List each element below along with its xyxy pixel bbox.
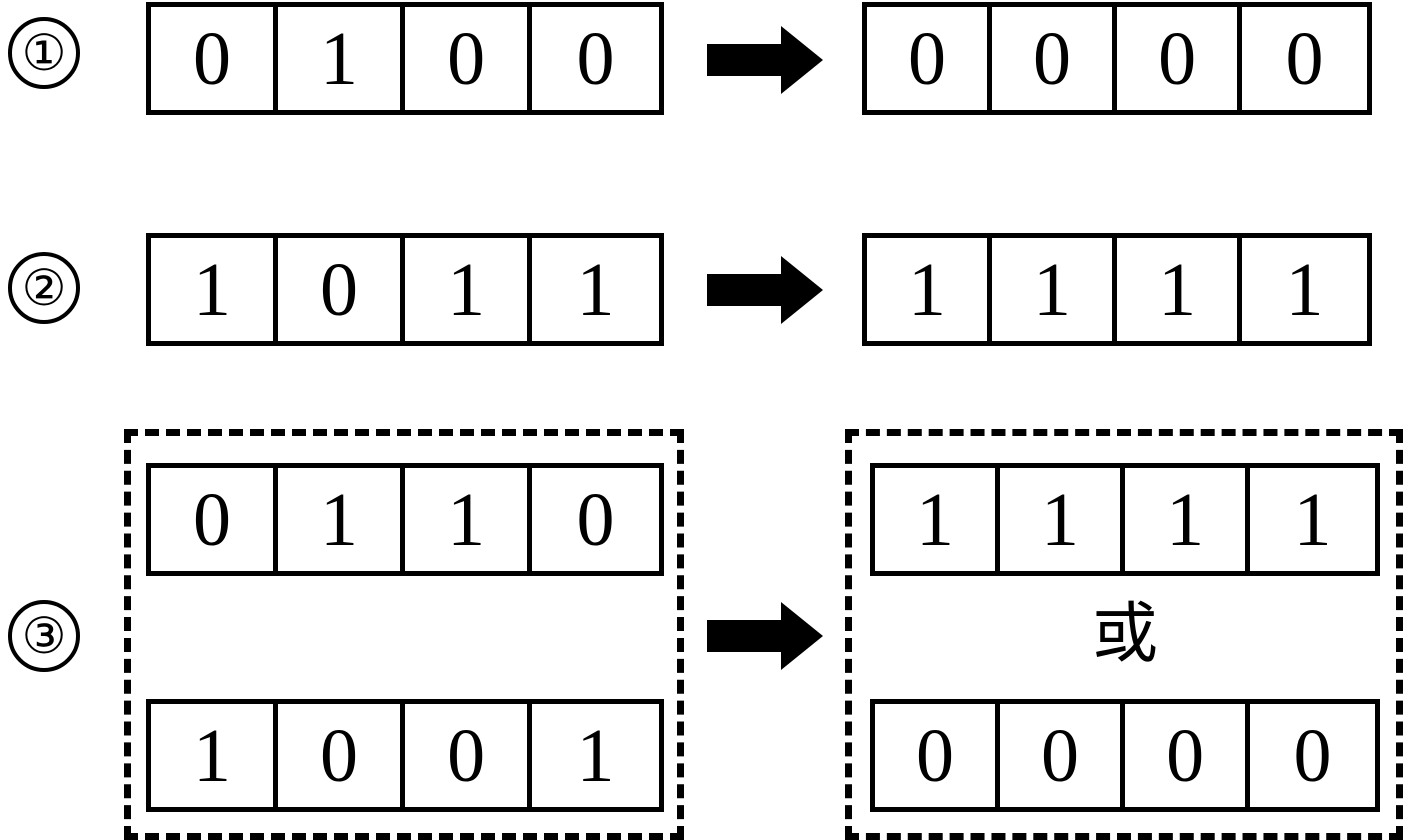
bit-cell: 0 <box>1242 7 1368 110</box>
bit-cell: 1 <box>532 704 660 807</box>
bit-cell: 1 <box>278 7 406 110</box>
right-arrow-icon <box>707 26 823 94</box>
bit-cell: 1 <box>875 468 1001 571</box>
bit-cell: 0 <box>867 7 993 110</box>
bit-cell: 1 <box>532 238 660 341</box>
bit-cell: 0 <box>151 7 279 110</box>
row-1-output-sequence: 0 0 0 0 <box>862 2 1372 115</box>
bit-cell: 0 <box>875 704 1001 807</box>
bit-cell: 1 <box>405 238 533 341</box>
right-arrow-icon <box>707 256 823 324</box>
bit-cell: 0 <box>1000 704 1126 807</box>
bit-cell: 1 <box>405 468 533 571</box>
bit-cell: 1 <box>278 468 406 571</box>
row-3-output-sequence-2: 0 0 0 0 <box>870 699 1380 812</box>
bit-cell: 0 <box>278 238 406 341</box>
bit-cell: 0 <box>278 704 406 807</box>
bit-cell: 0 <box>1117 7 1243 110</box>
bit-cell: 1 <box>1242 238 1368 341</box>
right-arrow-icon <box>707 602 823 670</box>
row-3-input-group <box>124 429 684 840</box>
marker-3: ③ <box>8 600 80 672</box>
marker-2: ② <box>8 252 80 324</box>
row-1-input-sequence: 0 1 0 0 <box>146 2 664 115</box>
bit-cell: 0 <box>151 468 279 571</box>
bit-cell: 0 <box>532 468 660 571</box>
bit-cell: 0 <box>1250 704 1376 807</box>
row-3-output-group <box>845 429 1403 840</box>
bit-cell: 0 <box>405 7 533 110</box>
row-2-input-sequence: 1 0 1 1 <box>146 233 664 346</box>
or-separator-label: 或 <box>1092 595 1158 672</box>
bit-cell: 1 <box>992 238 1118 341</box>
bit-cell: 0 <box>405 704 533 807</box>
row-2-output-sequence: 1 1 1 1 <box>862 233 1372 346</box>
bit-cell: 0 <box>1125 704 1251 807</box>
bit-cell: 1 <box>151 238 279 341</box>
bit-cell: 1 <box>867 238 993 341</box>
row-3-output-sequence-1: 1 1 1 1 <box>870 463 1380 576</box>
bit-cell: 1 <box>1250 468 1376 571</box>
marker-1: ① <box>8 17 80 89</box>
bit-cell: 1 <box>151 704 279 807</box>
bit-cell: 0 <box>532 7 660 110</box>
bit-cell: 0 <box>992 7 1118 110</box>
bit-cell: 1 <box>1117 238 1243 341</box>
row-3-input-sequence-2: 1 0 0 1 <box>146 699 664 812</box>
bit-cell: 1 <box>1000 468 1126 571</box>
bit-cell: 1 <box>1125 468 1251 571</box>
row-3-input-sequence-1: 0 1 1 0 <box>146 463 664 576</box>
